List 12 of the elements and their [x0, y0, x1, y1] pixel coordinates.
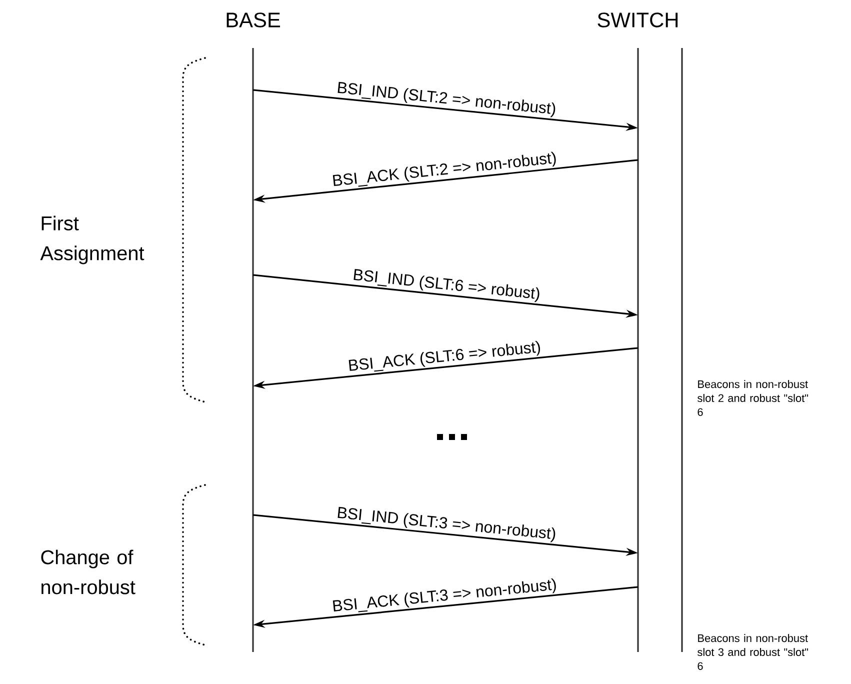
message-label: BSI_ACK (SLT:3 => non-robust) [332, 578, 556, 612]
beacon-note: Beacons in non-robust slot 3 and robust "slot" 6 [698, 634, 808, 670]
section-label: First Assignment [40, 216, 144, 264]
beacon-note: Beacons in non-robust slot 2 and robust "slot" 6 [698, 380, 808, 416]
lifeline: SWITCH [598, 12, 678, 652]
message-label: BSI_ACK (SLT:6 => robust) [348, 340, 540, 372]
lifeline: BASE [226, 12, 280, 652]
section-label: Change of non-robust [41, 550, 136, 594]
message-label: BSI_ACK (SLT:2 => non-robust) [332, 152, 556, 187]
message-label: BSI_IND (SLT:2 => non-robust) [338, 82, 556, 118]
message-label: BSI_IND (SLT:3 => non-robust) [338, 506, 556, 542]
message-label: BSI_IND (SLT:6 => robust) [354, 269, 540, 302]
